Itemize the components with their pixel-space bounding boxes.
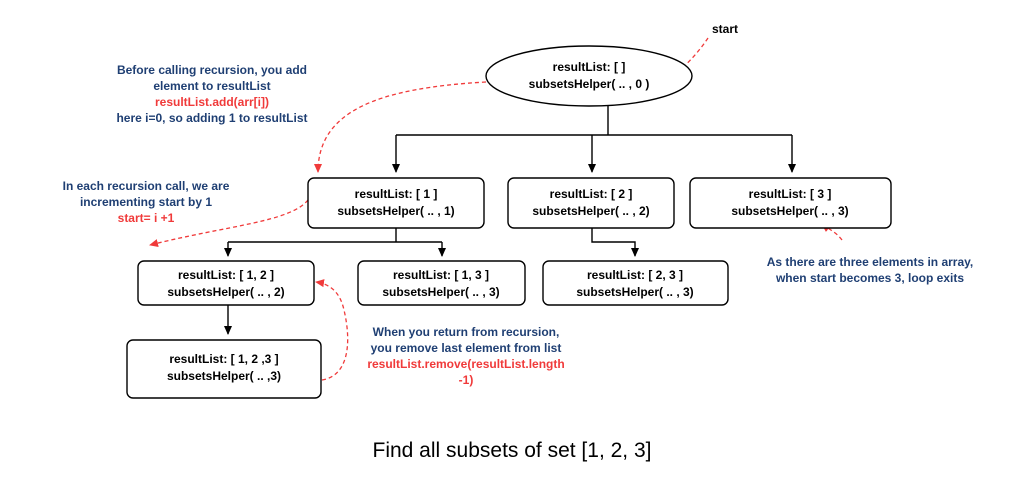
node-root-line2: subsetsHelper( .. , 0 ) (529, 77, 650, 91)
note-add-line1: Before calling recursion, you add (117, 63, 307, 77)
note-exit-line1: As there are three elements in array, (767, 255, 974, 269)
node-n123: resultList: [ 1, 2 ,3 ] subsetsHelper( .… (126, 339, 322, 399)
note-add-line4: here i=0, so adding 1 to resultList (116, 111, 307, 125)
tree-edges (224, 92, 796, 335)
node-n3: resultList: [ 3 ] subsetsHelper( .. , 3) (689, 177, 892, 229)
note-add-line3: resultList.add(arr[i]) (155, 95, 269, 109)
node-n2: resultList: [ 2 ] subsetsHelper( .. , 2) (507, 177, 675, 229)
node-n23-line2: subsetsHelper( .. , 3) (576, 285, 693, 299)
note-increment: In each recursion call, we are increment… (63, 179, 230, 225)
node-n2-line1: resultList: [ 2 ] (550, 187, 633, 201)
node-n12-line2: subsetsHelper( .. , 2) (167, 285, 284, 299)
node-n3-line1: resultList: [ 3 ] (749, 187, 832, 201)
note-remove-line2: you remove last element from list (371, 341, 562, 355)
node-root: resultList: [ ] subsetsHelper( .. , 0 ) (485, 45, 693, 107)
node-n1-line1: resultList: [ 1 ] (355, 187, 438, 201)
note-add-line2: element to resultList (153, 79, 270, 93)
node-n23: resultList: [ 2, 3 ] subsetsHelper( .. ,… (542, 260, 729, 306)
node-n123-line2: subsetsHelper( .. ,3) (167, 369, 281, 383)
node-n3-line2: subsetsHelper( .. , 3) (731, 204, 848, 218)
node-n123-line1: resultList: [ 1, 2 ,3 ] (169, 352, 278, 366)
edge-n2-to-n23 (591, 228, 639, 257)
note-remove-line1: When you return from recursion, (373, 325, 560, 339)
note-add: Before calling recursion, you add elemen… (116, 63, 307, 125)
note-remove-line3: resultList.remove(resultList.length (367, 357, 564, 371)
note-exit: As there are three elements in array, wh… (767, 255, 974, 285)
node-n12-line1: resultList: [ 1, 2 ] (178, 268, 274, 282)
node-n13-line1: resultList: [ 1, 3 ] (393, 268, 489, 282)
note-remove: When you return from recursion, you remo… (367, 325, 564, 387)
node-n1: resultList: [ 1 ] subsetsHelper( .. , 1) (307, 177, 485, 229)
node-n23-line1: resultList: [ 2, 3 ] (587, 268, 683, 282)
node-n1-line2: subsetsHelper( .. , 1) (337, 204, 454, 218)
node-n12: resultList: [ 1, 2 ] subsetsHelper( .. ,… (137, 260, 315, 306)
note-exit-line2: when start becomes 3, loop exits (775, 271, 964, 285)
note-increment-line2: incrementing start by 1 (80, 195, 212, 209)
caption: Find all subsets of set [1, 2, 3] (373, 439, 652, 462)
node-n2-line2: subsetsHelper( .. , 2) (532, 204, 649, 218)
note-increment-line3: start= i +1 (118, 211, 175, 225)
note-remove-line4: -1) (459, 373, 474, 387)
arrow-start (677, 37, 709, 73)
start-label: start (712, 22, 738, 36)
node-root-line1: resultList: [ ] (553, 60, 626, 74)
arrow-add-note (314, 81, 487, 173)
node-n13: resultList: [ 1, 3 ] subsetsHelper( .. ,… (357, 260, 526, 306)
arrow-increment-note (149, 199, 309, 247)
node-n13-line2: subsetsHelper( .. , 3) (382, 285, 499, 299)
note-increment-line1: In each recursion call, we are (63, 179, 230, 193)
